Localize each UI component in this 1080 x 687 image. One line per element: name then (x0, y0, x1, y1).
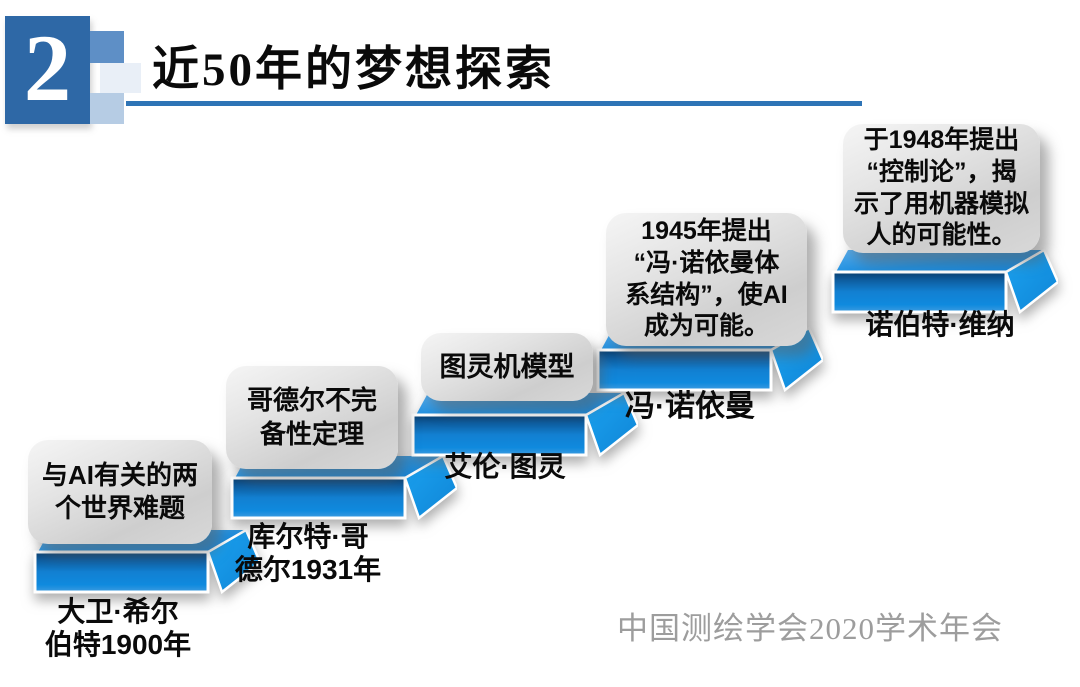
block-front-face (411, 413, 588, 457)
callout-turing: 图灵机模型 (421, 333, 593, 401)
callout-wiener-text: 于1948年提出 “控制论”，揭 示了用机器模拟 人的可能性。 (853, 126, 1029, 250)
decor-square-3 (90, 93, 124, 124)
block-right-face (403, 454, 457, 521)
callout-turing-text: 图灵机模型 (439, 351, 575, 382)
step-block-wiener (831, 248, 1058, 315)
callout-godel-text: 哥德尔不完 备性定理 (246, 385, 377, 449)
step-label-hilbert: 大卫·希尔 伯特1900年 (44, 596, 192, 661)
step-label-godel: 库尔特·哥 德尔1931年 (234, 521, 382, 586)
slide-number: 2 (23, 14, 72, 121)
block-front-face (33, 550, 210, 594)
callout-hilbert: 与AI有关的两 个世界难题 (28, 440, 212, 544)
callout-godel: 哥德尔不完 备性定理 (226, 366, 398, 469)
callout-vonneumann: 1945年提出 “冯·诺依曼体 系结构”，使AI 成为可能。 (606, 213, 807, 346)
block-right-face (584, 391, 638, 458)
title-underline (126, 101, 862, 106)
block-right-face (1004, 248, 1058, 315)
block-front-face (596, 348, 773, 392)
decor-square-1 (90, 31, 124, 63)
block-right-face (206, 528, 260, 595)
step-label-wiener: 诺伯特·维纳 (865, 309, 1015, 340)
decor-square-2 (100, 63, 141, 93)
callout-vonneumann-text: 1945年提出 “冯·诺依曼体 系结构”，使AI 成为可能。 (625, 217, 788, 341)
slide-number-box: 2 (5, 16, 90, 124)
block-top-face (836, 250, 1044, 272)
block-front-face (831, 270, 1008, 314)
step-label-turing: 艾伦·图灵 (444, 451, 566, 482)
block-front-face (230, 476, 407, 520)
callout-hilbert-text: 与AI有关的两 个世界难题 (41, 459, 198, 523)
footer-text: 中国测绘学会2020学术年会 (617, 611, 1003, 646)
step-label-vonneumann: 冯·诺依曼 (625, 390, 755, 423)
callout-wiener: 于1948年提出 “控制论”，揭 示了用机器模拟 人的可能性。 (843, 124, 1040, 253)
page-title: 近50年的梦想探索 (152, 44, 555, 96)
